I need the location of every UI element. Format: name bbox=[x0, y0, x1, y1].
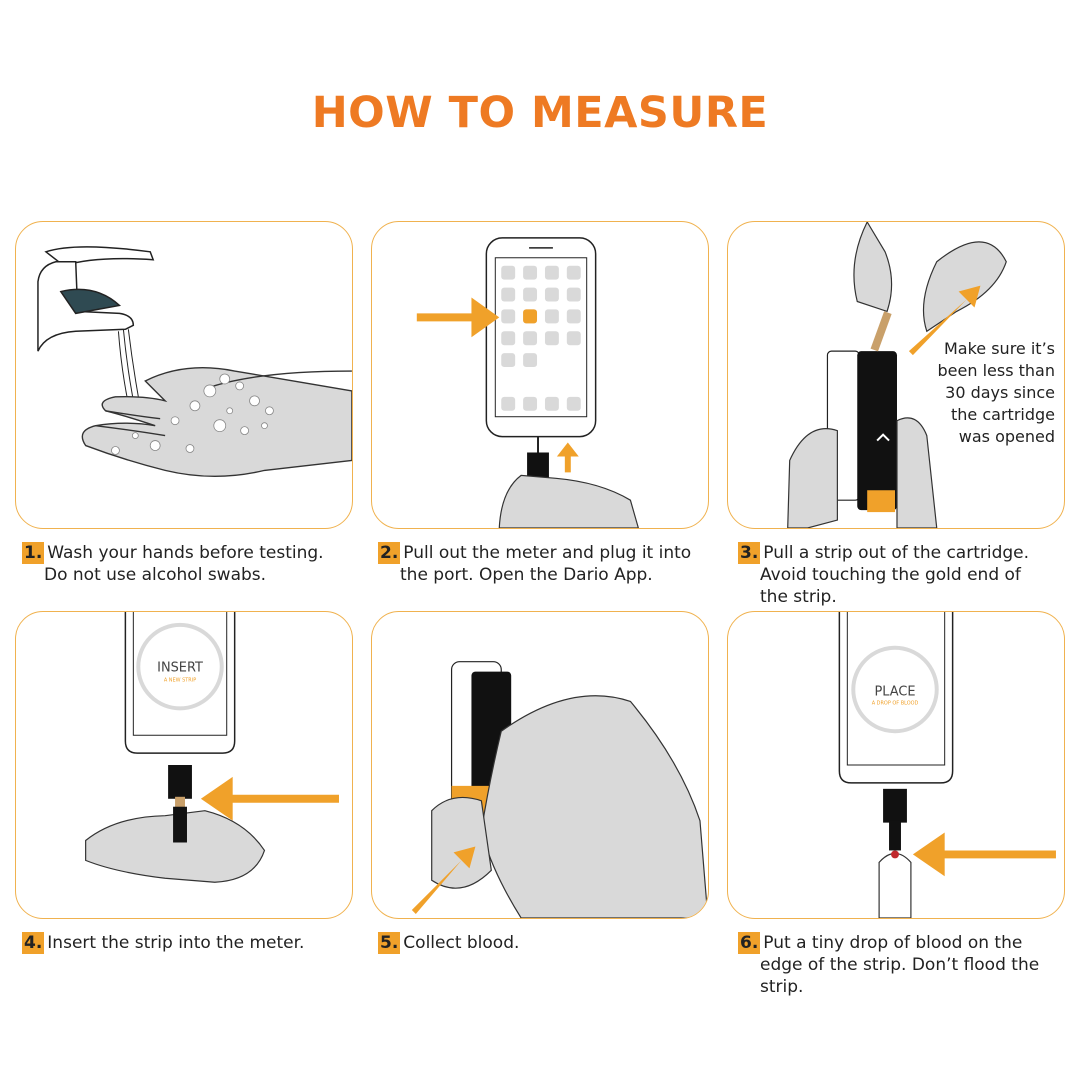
step-6-caption: 6.Put a tiny drop of blood on the edge o… bbox=[738, 932, 1040, 997]
step-5-caption: 5.Collect blood. bbox=[378, 932, 520, 954]
cartridge-icon bbox=[857, 351, 897, 511]
step-2-illustration bbox=[371, 221, 709, 529]
insert-strip-drawing: INSERT A NEW STRIP bbox=[85, 612, 339, 883]
arrow-left-icon bbox=[912, 832, 1056, 877]
place-blood-drawing: PLACE A DROP OF BLOOD bbox=[838, 612, 1056, 918]
place-screen-badge bbox=[851, 645, 939, 734]
dario-app-icon bbox=[523, 309, 538, 324]
place-sublabel: A DROP OF BLOOD bbox=[872, 700, 919, 706]
hand-washing-drawing bbox=[37, 246, 352, 477]
step-2-caption: 2.Pull out the meter and plug it into th… bbox=[378, 542, 692, 585]
arrow-diagonal-icon bbox=[908, 285, 981, 356]
step-1-illustration bbox=[15, 221, 353, 529]
collect-blood-drawing bbox=[411, 661, 708, 918]
arrow-up-icon bbox=[556, 442, 579, 473]
meter-icon bbox=[883, 788, 907, 823]
step-3-illustration bbox=[727, 221, 1065, 529]
step-3-caption: 3.Pull a strip out of the cartridge. Avo… bbox=[738, 542, 1030, 607]
meter-icon bbox=[168, 765, 192, 799]
step-5-illustration bbox=[371, 611, 709, 919]
arrow-right-icon bbox=[416, 297, 500, 338]
step-4-caption: 4.Insert the strip into the meter. bbox=[22, 932, 305, 954]
meter-icon bbox=[527, 452, 549, 481]
hand-icon bbox=[85, 810, 266, 883]
step-number: 5. bbox=[378, 932, 401, 954]
finger-icon bbox=[878, 852, 912, 918]
insert-screen-badge bbox=[136, 622, 224, 711]
step-number: 2. bbox=[378, 542, 401, 564]
arrow-left-icon bbox=[200, 776, 339, 821]
hand-top-icon bbox=[853, 222, 893, 313]
insert-sublabel: A NEW STRIP bbox=[164, 678, 196, 684]
step-number: 4. bbox=[22, 932, 45, 954]
insert-label: INSERT bbox=[157, 661, 203, 676]
arrow-diagonal-icon bbox=[411, 846, 476, 915]
step-4-illustration: INSERT A NEW STRIP bbox=[15, 611, 353, 919]
phone-plug-drawing bbox=[416, 237, 639, 528]
step-6-illustration: PLACE A DROP OF BLOOD bbox=[727, 611, 1065, 919]
hand-bottom-icon bbox=[787, 428, 838, 528]
page-title: HOW TO MEASURE bbox=[311, 88, 769, 138]
step-number: 3. bbox=[738, 542, 761, 564]
hand-icon bbox=[498, 474, 639, 528]
blood-drop bbox=[891, 850, 899, 859]
step-number: 6. bbox=[738, 932, 761, 954]
step-1-caption: 1.Wash your hands before testing. Do not… bbox=[22, 542, 324, 585]
place-label: PLACE bbox=[874, 684, 915, 699]
cartridge-note: Make sure it’s been less than 30 days si… bbox=[937, 339, 1055, 446]
step-number: 1. bbox=[22, 542, 45, 564]
hand-icon bbox=[480, 695, 708, 918]
faucet-icon bbox=[37, 246, 155, 352]
cartridge-drawing bbox=[787, 222, 1007, 528]
soap-bubbles bbox=[111, 373, 274, 455]
